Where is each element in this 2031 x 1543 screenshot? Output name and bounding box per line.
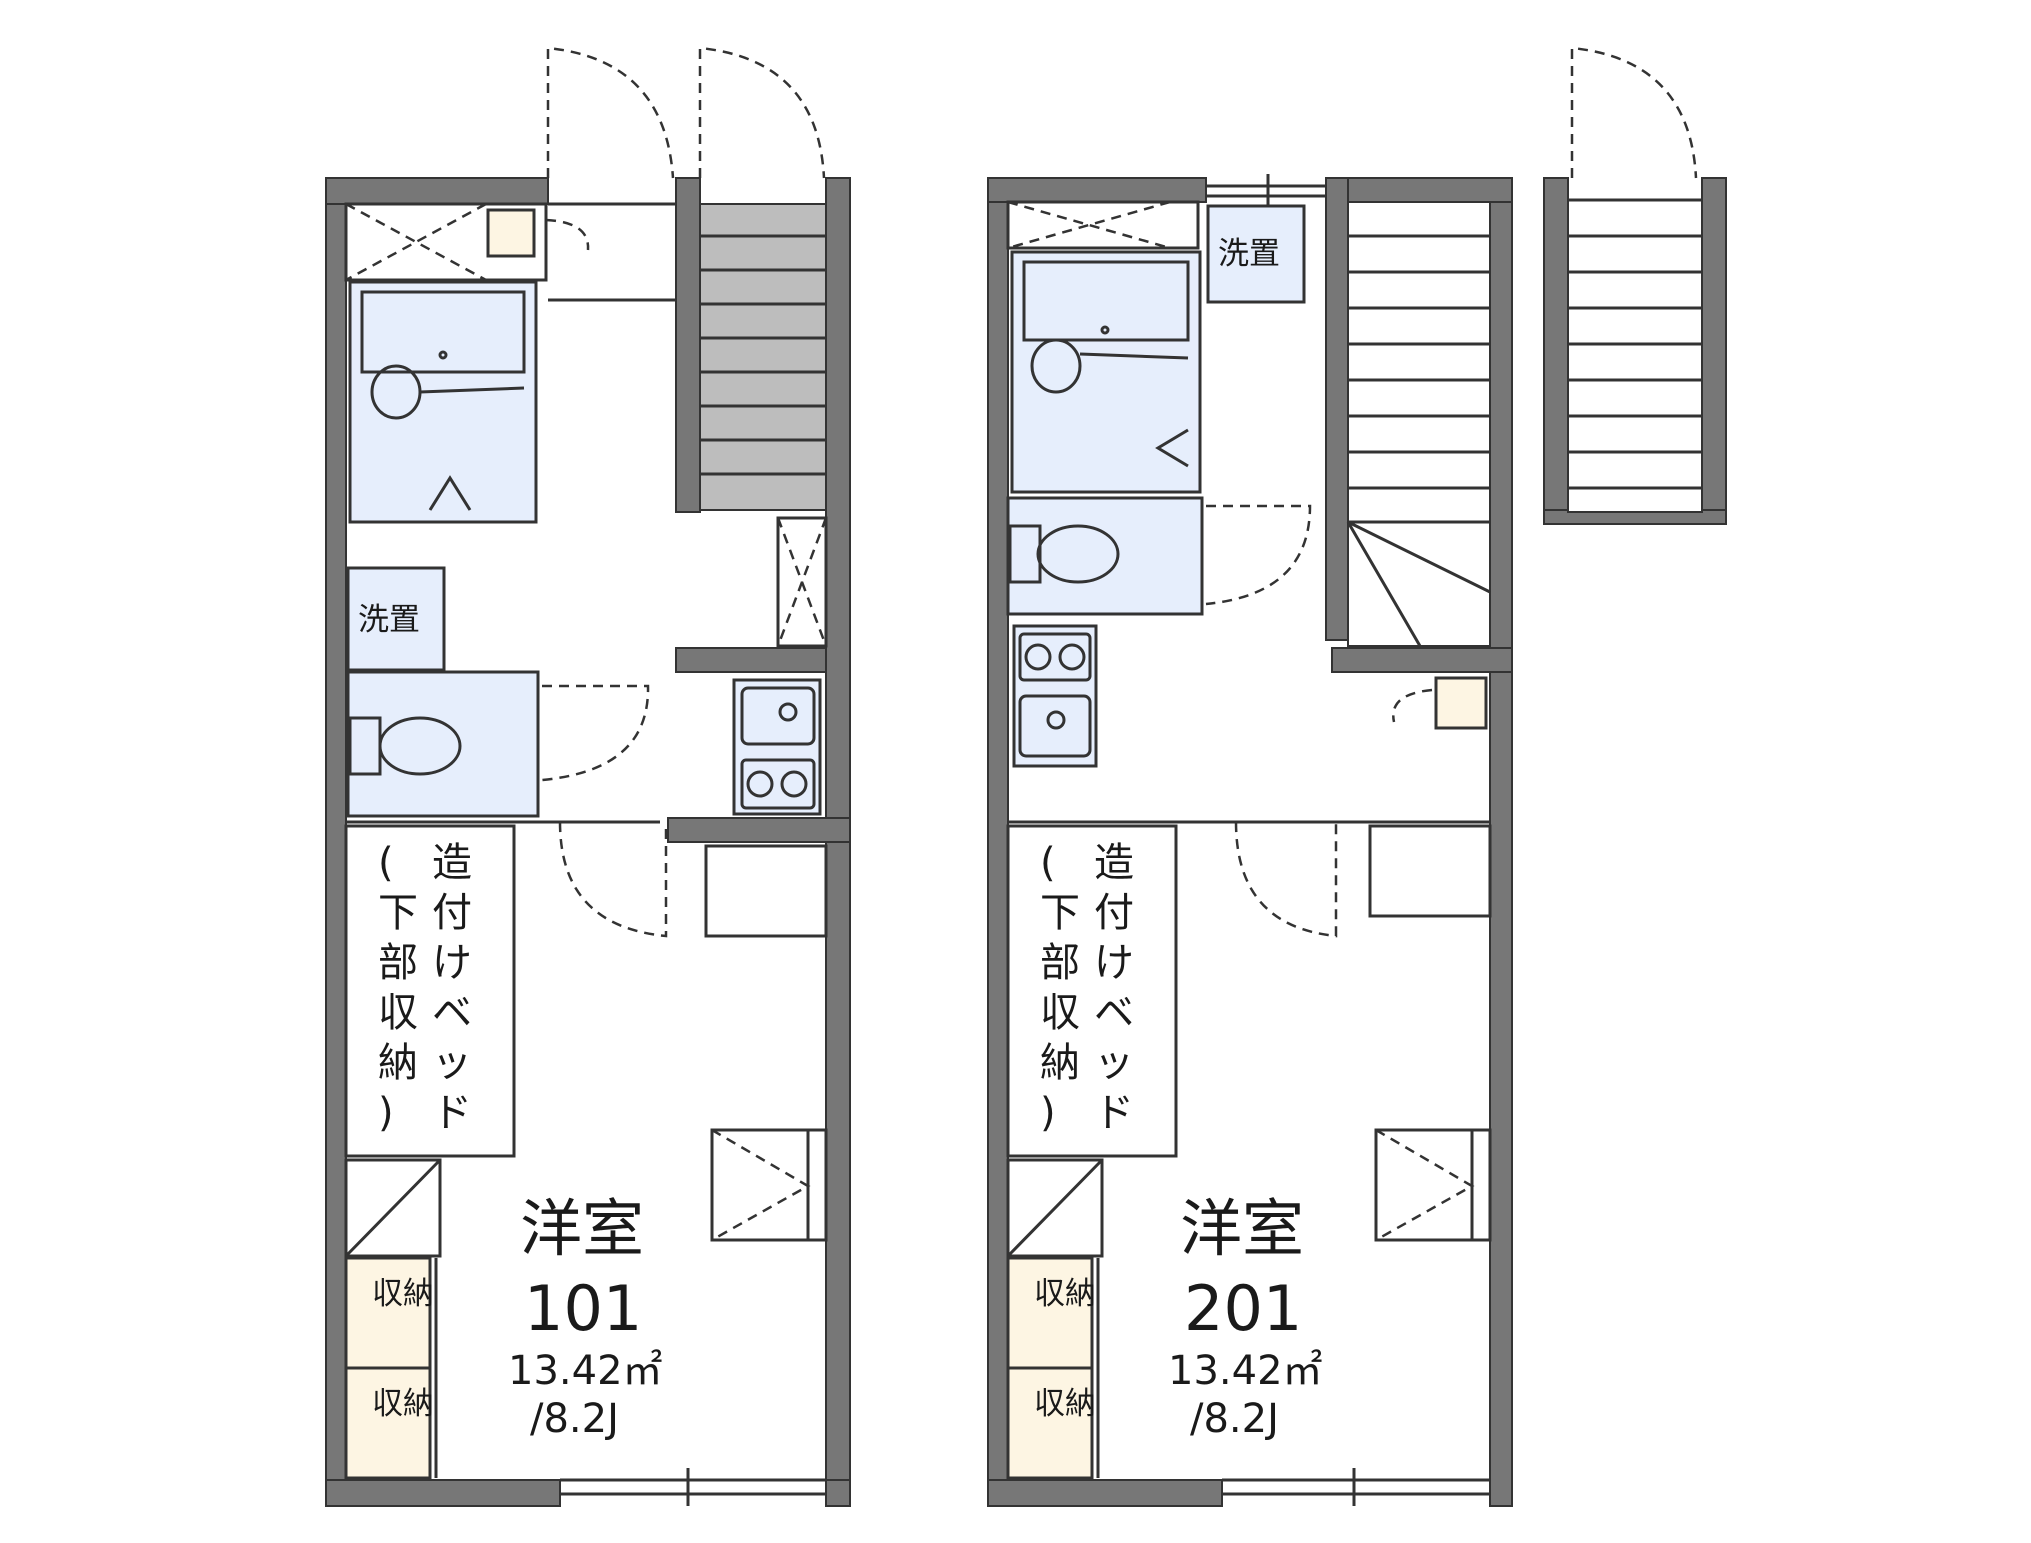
stove-burner — [780, 770, 808, 798]
unit-bath — [348, 280, 538, 524]
svg-text:部: 部 — [378, 940, 418, 986]
svg-text:ド: ド — [432, 1090, 472, 1136]
shoe-cabinet — [1434, 676, 1488, 730]
wall — [675, 647, 827, 673]
svg-text:部: 部 — [1040, 940, 1080, 986]
bath-sink — [1030, 338, 1082, 394]
built-in-bed-label: ( 下 部 収 納 ) 造 付 け ベ ッ ド — [1040, 840, 1134, 1136]
svg-text:け: け — [432, 940, 472, 986]
shoe-cabinet — [486, 208, 536, 258]
wall — [1325, 177, 1513, 203]
svg-text:収: 収 — [1040, 990, 1080, 1036]
staircase — [1347, 201, 1491, 647]
toilet-bowl — [378, 716, 462, 776]
staircase — [699, 203, 827, 511]
room-size-jo-label: /8.2J — [530, 1396, 619, 1442]
storage-closet — [1006, 1256, 1094, 1370]
wall — [1331, 647, 1513, 673]
wall — [667, 817, 851, 843]
svg-text:): ) — [378, 1090, 394, 1136]
washer-space — [1206, 204, 1306, 304]
svg-text:ッ: ッ — [1094, 1040, 1134, 1086]
wall — [325, 1479, 561, 1507]
storage-label: 収納 — [1034, 1276, 1096, 1312]
washer-label: 洗置 — [358, 602, 420, 638]
storage-label: 収納 — [1034, 1386, 1096, 1422]
stair-door-swing — [1570, 46, 1698, 179]
room-number-label: 201 — [1184, 1272, 1302, 1345]
unit-101: 洗置 ( 下 部 収 納 ) 造 付 け ベ ッ ド — [325, 46, 851, 1507]
room-area-label: 13.42㎡ — [508, 1348, 663, 1394]
svg-text:造: 造 — [1094, 840, 1134, 886]
stove-burner — [1024, 643, 1052, 671]
wall — [1489, 177, 1513, 1507]
svg-text:ベ: ベ — [432, 990, 472, 1036]
svg-text:下: 下 — [1040, 890, 1080, 936]
svg-text:納: 納 — [1040, 1040, 1080, 1086]
external-staircase — [1543, 46, 1727, 525]
storage-closet — [344, 1366, 432, 1480]
wall — [987, 1479, 1223, 1507]
room-area-label: 13.42㎡ — [1168, 1348, 1323, 1394]
room-size-jo-label: /8.2J — [1190, 1396, 1279, 1442]
wall — [1543, 177, 1569, 523]
toilet-room — [346, 670, 540, 818]
built-in-bed — [344, 824, 516, 1158]
room-number-label: 101 — [524, 1272, 642, 1345]
wall — [987, 177, 1009, 1507]
toilet-bowl — [1036, 524, 1120, 584]
stair-door-swing — [698, 46, 826, 179]
built-in-bed — [1006, 824, 1178, 1158]
svg-text:収: 収 — [378, 990, 418, 1036]
room-type-label: 洋室 — [520, 1192, 644, 1265]
wall — [825, 1479, 851, 1507]
wall — [325, 177, 347, 1507]
built-in-bed-label: ( 下 部 収 納 ) 造 付 け ベ ッ ド — [378, 840, 472, 1136]
svg-text:ド: ド — [1094, 1090, 1134, 1136]
svg-text:(: ( — [378, 840, 394, 886]
wall — [325, 177, 549, 205]
stove-burner — [1058, 643, 1086, 671]
wall — [1701, 177, 1727, 523]
stove-burner — [746, 770, 774, 798]
svg-text:ベ: ベ — [1094, 990, 1134, 1036]
unit-bath — [1010, 250, 1202, 494]
stair-treads — [700, 234, 826, 476]
svg-text:): ) — [1040, 1090, 1056, 1136]
storage-label: 収納 — [372, 1276, 434, 1312]
washer-space — [346, 566, 446, 672]
unit-201: 洗置 ( 下 部 収 納 ) — [987, 174, 1513, 1507]
storage-closet — [344, 1256, 432, 1370]
wall — [675, 177, 701, 513]
svg-text:付: 付 — [1094, 890, 1134, 936]
room-type-label: 洋室 — [1180, 1192, 1304, 1265]
wall — [987, 177, 1207, 203]
svg-text:付: 付 — [432, 890, 472, 936]
entrance-door-swing — [546, 46, 675, 179]
svg-text:(: ( — [1040, 840, 1056, 886]
svg-text:下: 下 — [378, 890, 418, 936]
storage-label: 収納 — [372, 1386, 434, 1422]
stair-treads — [1346, 234, 1491, 647]
washer-label: 洗置 — [1218, 236, 1280, 272]
wall — [1325, 177, 1349, 641]
svg-text:納: 納 — [378, 1040, 418, 1086]
kitchen-sink-unit — [732, 678, 822, 816]
storage-closet — [1006, 1366, 1094, 1480]
svg-text:ッ: ッ — [432, 1040, 472, 1086]
svg-text:け: け — [1094, 940, 1134, 986]
svg-text:造: 造 — [432, 840, 472, 886]
